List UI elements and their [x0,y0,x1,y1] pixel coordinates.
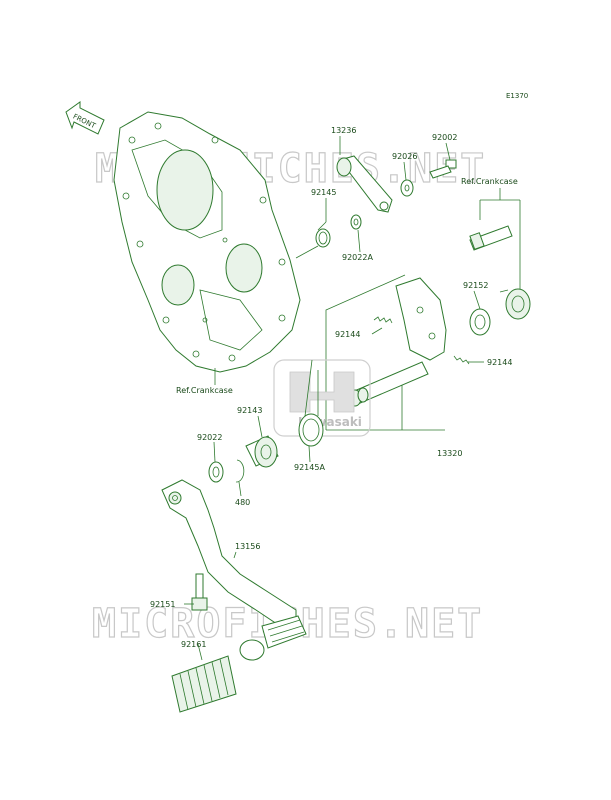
part-92151-icon [191,573,208,611]
label-92026: 92026 [392,152,417,161]
label-13236: 13236 [331,126,356,135]
label-92152: 92152 [463,281,488,290]
crankcase-icon [113,111,301,373]
label-92145: 92145 [311,188,336,197]
part-92145-icon [315,221,331,248]
stud-bolt-icon [469,225,513,251]
part-92002-icon [429,159,457,179]
label-92145a: 92145A [294,463,325,472]
part-92145a-icon [298,359,324,447]
part-92022-icon [208,461,224,483]
label-92022a: 92022A [342,253,373,262]
label-92144-upper: 92144 [335,330,360,339]
part-92022a-icon [350,214,362,230]
part-480-icon [235,459,245,483]
ref-crankcase-lower-label: Ref.Crankcase [176,386,233,395]
part-92143-icon [245,435,279,468]
label-480: 480 [235,498,250,507]
part-13320-icon [348,277,447,407]
label-92022: 92022 [197,433,222,442]
label-13156: 13156 [235,542,260,551]
label-92143: 92143 [237,406,262,415]
ref-crankcase-upper-label: Ref.Crankcase [461,177,518,186]
part-92152-icon [469,288,531,336]
label-92161: 92161 [181,640,206,649]
diagram-code: E1370 [506,92,528,100]
part-92144-lower-icon [453,355,470,365]
label-13320: 13320 [437,449,462,458]
label-92144-lower: 92144 [487,358,512,367]
part-13236-icon [336,155,393,213]
part-92161-icon [171,655,237,713]
label-92151: 92151 [150,600,175,609]
part-92144-upper-icon [373,316,393,324]
part-92026-icon [400,179,414,197]
part-13156-icon [161,479,307,661]
label-92002: 92002 [432,133,457,142]
front-arrow-icon: FRONT [65,101,105,135]
